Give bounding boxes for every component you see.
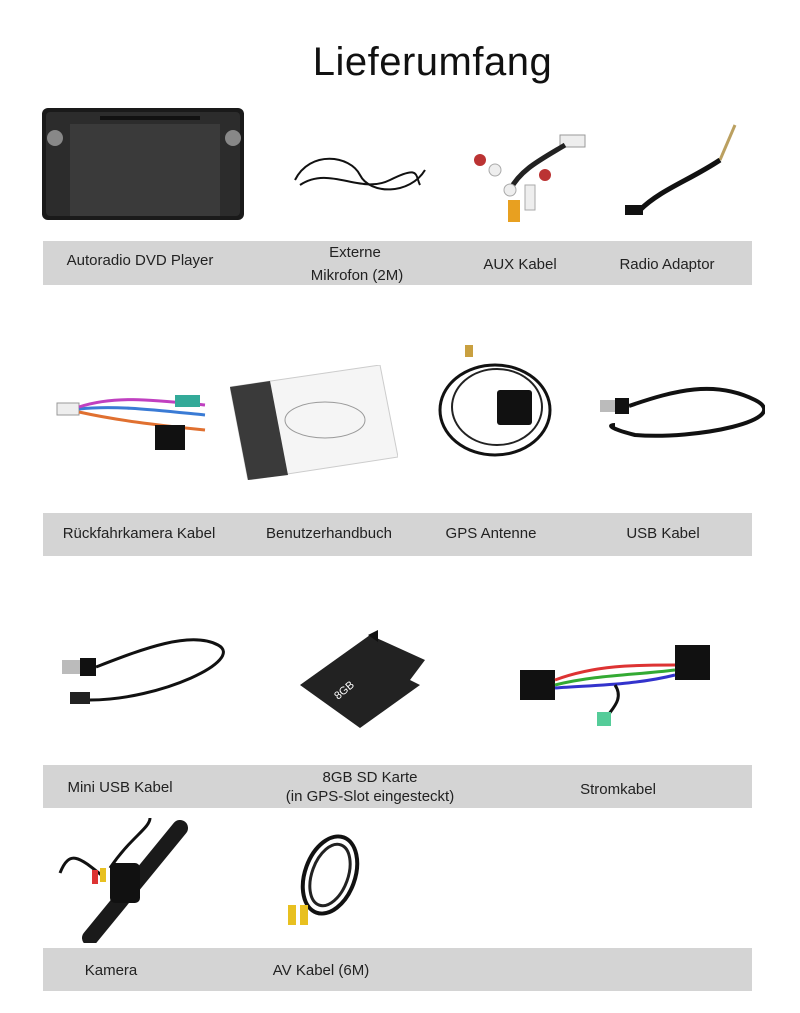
reverse-camera-cable-icon: [56, 395, 206, 450]
item-label: GPS Antenne: [445, 525, 537, 542]
item-label: (in GPS-Slot eingesteckt): [285, 788, 455, 805]
item-label: Externe: [329, 244, 381, 261]
item-label: AV Kabel (6M): [272, 962, 370, 979]
aux-cable-icon: [474, 134, 586, 222]
usb-cable-icon: [600, 386, 765, 438]
user-manual-icon: [230, 365, 398, 480]
gps-antenna-icon: [438, 345, 552, 457]
label-bar-row-1: [43, 241, 752, 285]
item-label: Mini USB Kabel: [67, 779, 173, 796]
page-title: Lieferumfang: [312, 40, 553, 84]
label-bar-row-4: [43, 948, 752, 991]
sd-card-icon: 8GB: [300, 630, 425, 728]
radio-adaptor-icon: [625, 124, 737, 215]
mini-usb-cable-icon: [62, 638, 225, 704]
item-label: Kamera: [84, 962, 138, 979]
item-label: Rückfahrkamera Kabel: [62, 525, 216, 542]
microphone-cable-icon: [294, 157, 426, 191]
power-cable-icon: [520, 645, 710, 726]
item-label: Stromkabel: [580, 781, 656, 798]
item-label: Radio Adaptor: [619, 256, 715, 273]
item-label: USB Kabel: [626, 525, 700, 542]
label-bar-row-3: [43, 765, 752, 808]
item-label: 8GB SD Karte: [322, 769, 418, 786]
camera-icon: [58, 818, 188, 943]
av-cable-icon: [288, 834, 360, 925]
car-radio-dvd-player-icon: [42, 108, 244, 220]
label-bar-row-2: [43, 513, 752, 556]
item-label: Mikrofon (2M): [310, 267, 404, 284]
item-label: Benutzerhandbuch: [266, 525, 392, 542]
item-label: Autoradio DVD Player: [66, 252, 214, 269]
item-label: AUX Kabel: [483, 256, 557, 273]
